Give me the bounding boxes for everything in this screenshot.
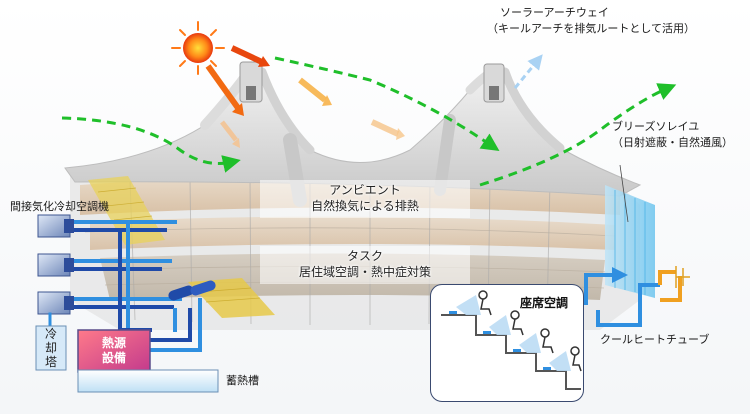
solar-heat-arrow-icon [205,45,405,148]
seat-ac-panel [430,284,584,402]
label-ambient-title: アンビエント [329,183,401,197]
label-heat-source-2: 設備 [101,351,126,365]
exhaust-arrow-icon [513,54,543,89]
label-task-desc: 居住域空調・熱中症対策 [298,265,431,279]
cool-heat-tube-lines [584,266,690,327]
label-heat-source-1: 熱源 [101,336,126,350]
seat-icon [478,290,582,372]
label-cooling-tower-1: 冷 [44,327,57,341]
cooling-tower [35,325,67,371]
label-solar-arch-way-note: （キールアーチを排気ルートとして活用） [487,22,696,35]
label-cooling-tower-3: 塔 [44,355,57,369]
stadium-roof [64,61,642,207]
task-band [260,246,470,284]
label-seat-ac: 座席空調 [520,296,569,310]
label-indirect-cooling-ac: 間接気化冷却空調機 [10,200,109,213]
label-cooling-tower-2: 却 [44,341,57,355]
label-cool-heat-tube: クールヒートチューブ [600,333,710,346]
label-breeze-soleil: ブリーズソレイユ [612,120,700,133]
ambient-band [260,180,470,218]
label-breeze-soleil-note: （日射遮蔽・自然通風） [612,136,733,149]
label-heat-storage: 蓄熱槽 [226,374,259,387]
airflow-arrow-icon [61,56,677,187]
seat-steps-illustration [441,290,582,390]
ac-units [37,214,74,315]
pipe-icon [168,280,216,301]
heat-storage-tank [77,369,219,393]
duct-lines [48,220,202,352]
label-ambient-desc: 自然換気による排熱 [311,199,419,213]
label-solar-arch-way: ソーラーアーチウェイ [500,6,609,19]
sun-icon [171,21,225,75]
label-task-title: タスク [346,249,383,263]
